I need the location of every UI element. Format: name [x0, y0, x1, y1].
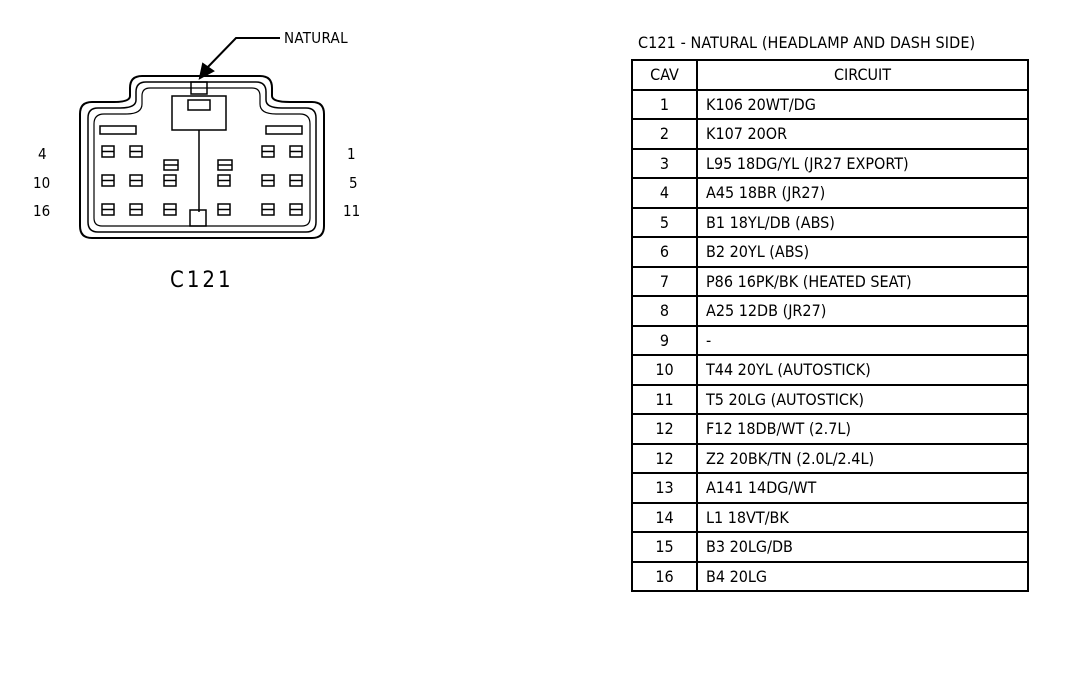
- cell-circuit: A141 14DG/WT: [696, 472, 1029, 504]
- table-header-row: CAV CIRCUIT: [631, 59, 1029, 91]
- cell-cav: 8: [631, 295, 698, 327]
- cell-cav: 16: [631, 560, 698, 592]
- cell-circuit: A25 12DB (JR27): [696, 295, 1029, 327]
- connector-body: [79, 75, 325, 239]
- cell-circuit: A45 18BR (JR27): [696, 177, 1029, 209]
- pin-label-left-bottom: 16: [33, 202, 51, 220]
- cell-circuit: K106 20WT/DG: [696, 88, 1029, 120]
- connector-cavities: [101, 145, 303, 216]
- cell-circuit: T5 20LG (AUTOSTICK): [696, 383, 1029, 415]
- cell-circuit: K107 20OR: [696, 118, 1029, 150]
- pin-label-right-middle: 5: [349, 174, 358, 192]
- cell-cav: 11: [631, 383, 698, 415]
- cell-cav: 14: [631, 501, 698, 533]
- cell-circuit: T44 20YL (AUTOSTICK): [696, 354, 1029, 386]
- table-row: 9-: [631, 324, 1029, 356]
- cell-cav: 12: [631, 413, 698, 445]
- natural-pointer-arrow: [198, 37, 280, 80]
- table-title: C121 - NATURAL (HEADLAMP AND DASH SIDE): [638, 33, 976, 52]
- pin-label-right-bottom: 11: [343, 202, 361, 220]
- cell-cav: 4: [631, 177, 698, 209]
- cell-cav: 9: [631, 324, 698, 356]
- cell-cav: 15: [631, 531, 698, 563]
- cell-circuit: L1 18VT/BK: [696, 501, 1029, 533]
- cell-cav: 7: [631, 265, 698, 297]
- cell-cav: 12: [631, 442, 698, 474]
- cell-cav: 6: [631, 236, 698, 268]
- cell-circuit: B4 20LG: [696, 560, 1029, 592]
- cell-cav: 3: [631, 147, 698, 179]
- cell-cav: 13: [631, 472, 698, 504]
- header-circuit: CIRCUIT: [696, 59, 1029, 91]
- connector-name: C121: [170, 268, 234, 293]
- cell-cav: 2: [631, 118, 698, 150]
- cell-cav: 1: [631, 88, 698, 120]
- cell-circuit: Z2 20BK/TN (2.0L/2.4L): [696, 442, 1029, 474]
- cell-circuit: F12 18DB/WT (2.7L): [696, 413, 1029, 445]
- pointer-label: NATURAL: [284, 29, 348, 47]
- cell-circuit: B3 20LG/DB: [696, 531, 1029, 563]
- cell-circuit: -: [696, 324, 1029, 356]
- cell-circuit: P86 16PK/BK (HEATED SEAT): [696, 265, 1029, 297]
- pin-label-left-middle: 10: [33, 174, 51, 192]
- cell-circuit: B2 20YL (ABS): [696, 236, 1029, 268]
- cell-cav: 5: [631, 206, 698, 238]
- cell-circuit: L95 18DG/YL (JR27 EXPORT): [696, 147, 1029, 179]
- pin-label-left-top: 4: [38, 145, 47, 163]
- cell-cav: 10: [631, 354, 698, 386]
- header-cav: CAV: [631, 59, 698, 91]
- cell-circuit: B1 18YL/DB (ABS): [696, 206, 1029, 238]
- pin-label-right-top: 1: [347, 145, 356, 163]
